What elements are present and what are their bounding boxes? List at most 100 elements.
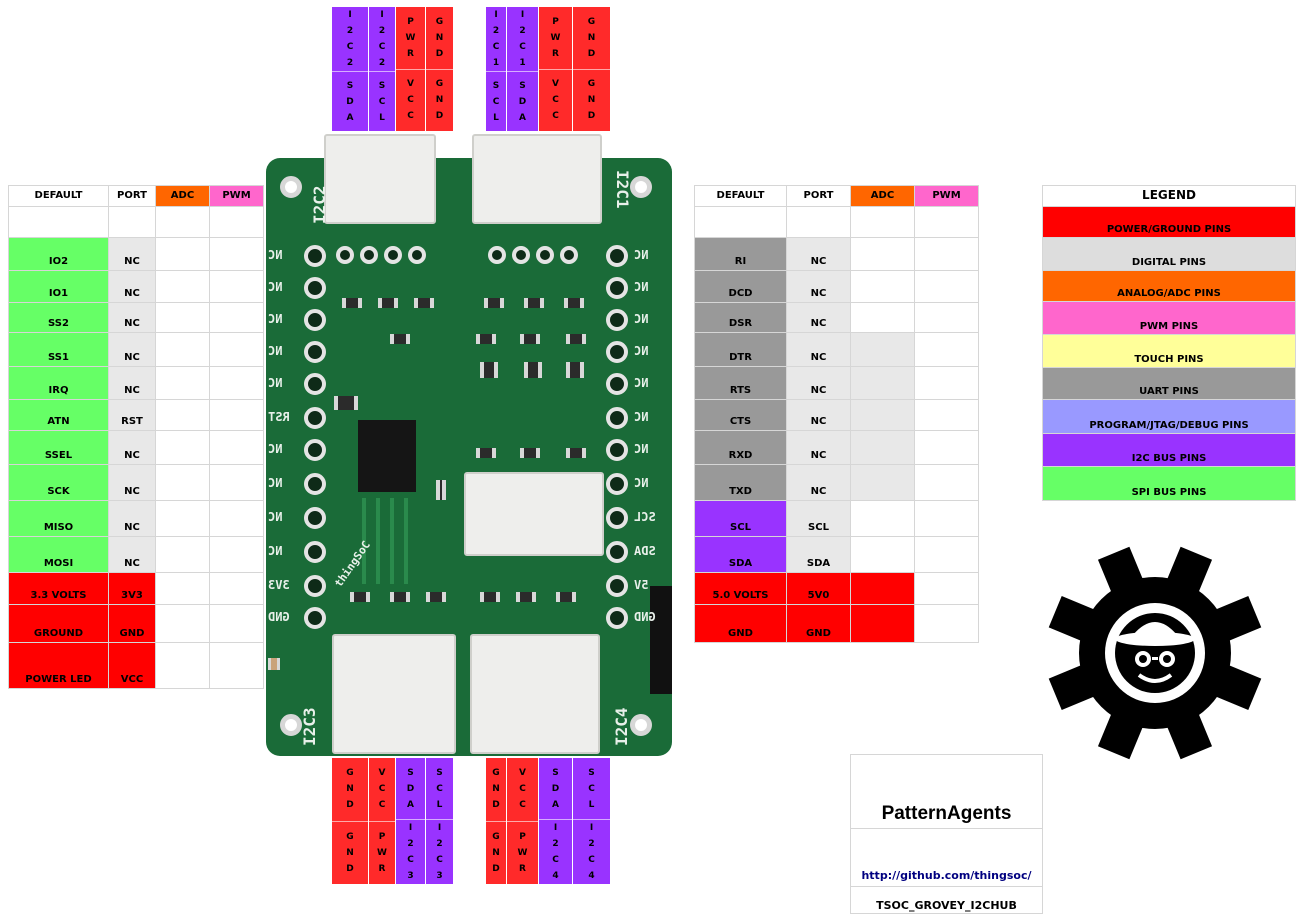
repo-link[interactable]: http://github.com/thingsoc/ bbox=[851, 869, 1042, 882]
adc-cell bbox=[156, 333, 210, 367]
header-default: DEFAULT bbox=[9, 186, 109, 207]
table-row: TXDNC bbox=[695, 465, 979, 501]
header-pad bbox=[606, 541, 628, 563]
connector-pin-column: I2C1SDA bbox=[507, 7, 539, 131]
connector-pin-top bbox=[454, 7, 485, 70]
silk-right-label: NC bbox=[634, 280, 648, 294]
resistor bbox=[390, 592, 410, 602]
adc-cell bbox=[851, 271, 915, 303]
silk-left-label: NC bbox=[268, 376, 282, 390]
grove-connector-i2c3 bbox=[332, 634, 456, 754]
spacer-cell bbox=[787, 207, 851, 238]
grove-pad bbox=[488, 246, 506, 264]
port-cell: NC bbox=[109, 431, 156, 465]
connector-pin-bottom: GND bbox=[486, 822, 506, 885]
default-cell: SS2 bbox=[9, 303, 109, 333]
legend-label: SPI BUS PINS bbox=[1043, 467, 1296, 501]
header-pad bbox=[606, 607, 628, 629]
pwm-cell bbox=[210, 465, 264, 501]
adc-cell bbox=[156, 605, 210, 643]
connector-pin-top bbox=[454, 758, 485, 822]
connector-pin-top: SCL bbox=[573, 758, 610, 820]
table-row: DSRNC bbox=[695, 303, 979, 333]
header-pad bbox=[606, 373, 628, 395]
port-cell: NC bbox=[787, 367, 851, 400]
table-row: MOSINC bbox=[9, 537, 264, 573]
default-cell: IRQ bbox=[9, 367, 109, 400]
resistor bbox=[524, 298, 544, 308]
legend-item: POWER/GROUND PINS bbox=[1043, 207, 1296, 238]
connector-pin-top: GND bbox=[426, 7, 453, 70]
default-cell: POWER LED bbox=[9, 643, 109, 689]
adc-cell bbox=[851, 605, 915, 643]
silk-i2c3: I2C3 bbox=[300, 707, 319, 746]
jumper bbox=[524, 362, 542, 378]
connector-pin-bottom: I2C3 bbox=[396, 820, 425, 884]
default-cell: CTS bbox=[695, 400, 787, 431]
table-row: GNDGND bbox=[695, 605, 979, 643]
port-cell: NC bbox=[787, 333, 851, 367]
silk-brand: thingSoC bbox=[332, 539, 373, 590]
mounting-hole bbox=[630, 714, 652, 736]
table-row: IO2NC bbox=[9, 238, 264, 271]
pwm-cell bbox=[210, 271, 264, 303]
default-cell: SDA bbox=[695, 537, 787, 573]
silk-left-label: GND bbox=[268, 610, 290, 624]
default-cell: RI bbox=[695, 238, 787, 271]
connector-pin-top: GND bbox=[332, 758, 368, 822]
connector-pin-bottom: I2C3 bbox=[426, 820, 453, 884]
silk-right-label: NC bbox=[634, 376, 648, 390]
grove-pad bbox=[360, 246, 378, 264]
connector-pin-column: PWRVCC bbox=[539, 7, 573, 131]
default-cell: DSR bbox=[695, 303, 787, 333]
connector-pin-column: SCLI2C3 bbox=[426, 758, 454, 884]
port-cell: NC bbox=[787, 431, 851, 465]
silk-left-label: NC bbox=[268, 312, 282, 326]
connector-pin-column: I2C2SDA bbox=[332, 7, 369, 131]
connector-pin-top: VCC bbox=[507, 758, 538, 822]
table-row: CTSNC bbox=[695, 400, 979, 431]
port-cell: NC bbox=[787, 400, 851, 431]
header-pwm: PWM bbox=[210, 186, 264, 207]
header-pad bbox=[606, 575, 628, 597]
header-pwm: PWM bbox=[915, 186, 979, 207]
adc-cell bbox=[851, 303, 915, 333]
info-box: PatternAgents http://github.com/thingsoc… bbox=[850, 754, 1043, 914]
connector-pin-column: SCLI2C4 bbox=[573, 758, 611, 884]
silk-left-label: 3V3 bbox=[268, 578, 290, 592]
capacitor bbox=[436, 480, 446, 500]
legend-item: SPI BUS PINS bbox=[1043, 467, 1296, 501]
port-cell: NC bbox=[109, 367, 156, 400]
adc-cell bbox=[851, 537, 915, 573]
mounting-hole bbox=[630, 176, 652, 198]
pwm-cell bbox=[915, 465, 979, 501]
connector-pin-bottom: VCC bbox=[539, 70, 572, 132]
legend-label: I2C BUS PINS bbox=[1043, 434, 1296, 467]
table-row: DTRNC bbox=[695, 333, 979, 367]
header-pad bbox=[304, 373, 326, 395]
default-cell: 5.0 VOLTS bbox=[695, 573, 787, 605]
default-cell: GND bbox=[695, 605, 787, 643]
pwm-cell bbox=[210, 501, 264, 537]
header-pad bbox=[304, 439, 326, 461]
connector-pin-column: I2C1SCL bbox=[486, 7, 507, 131]
port-cell: VCC bbox=[109, 643, 156, 689]
silk-right-label: GND bbox=[634, 610, 656, 624]
pcb-trace bbox=[376, 498, 380, 584]
connector-pin-top: PWR bbox=[396, 7, 425, 70]
connector-pin-top: VCC bbox=[369, 758, 395, 822]
port-cell: NC bbox=[787, 271, 851, 303]
company-name: PatternAgents bbox=[851, 803, 1042, 825]
default-cell: TXD bbox=[695, 465, 787, 501]
legend-label: POWER/GROUND PINS bbox=[1043, 207, 1296, 238]
table-row: DCDNC bbox=[695, 271, 979, 303]
pcb-trace bbox=[390, 498, 394, 584]
pwm-cell bbox=[210, 431, 264, 465]
connector-pin-column bbox=[454, 7, 486, 131]
table-row: SCKNC bbox=[9, 465, 264, 501]
pwm-cell bbox=[210, 333, 264, 367]
adc-cell bbox=[156, 573, 210, 605]
silk-right-label: NC bbox=[634, 476, 648, 490]
connector-pin-column bbox=[454, 758, 486, 884]
header-pad bbox=[304, 473, 326, 495]
